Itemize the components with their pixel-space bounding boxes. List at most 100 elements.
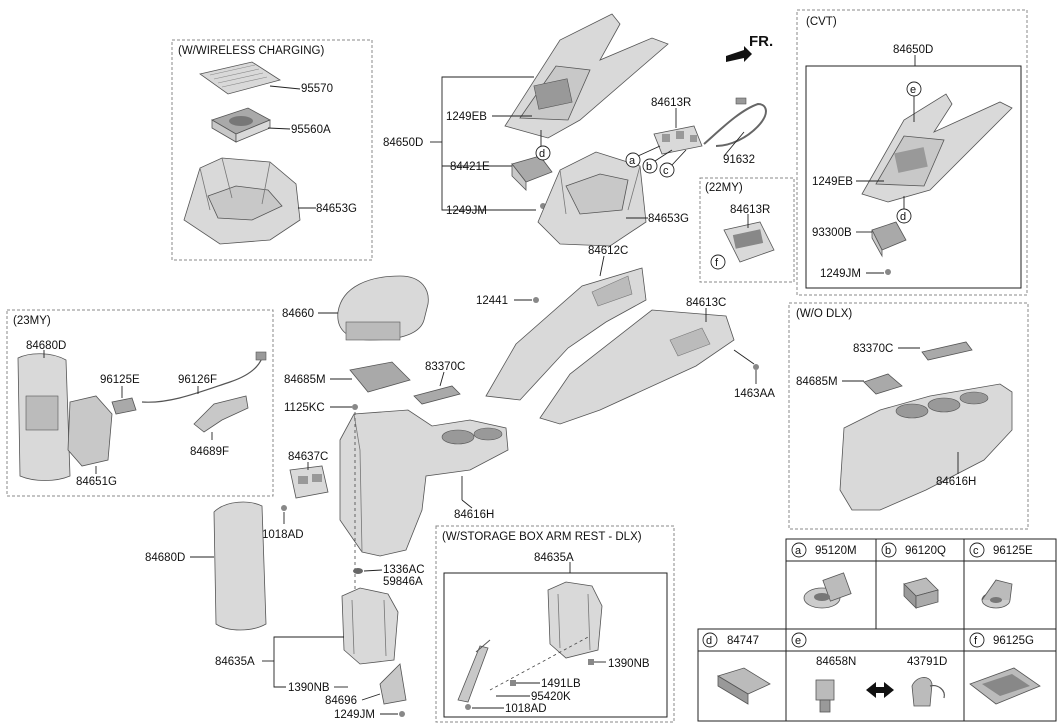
- label-93300b: 93300B: [812, 227, 852, 239]
- clip-1336ac: [353, 568, 363, 574]
- label-84653g-a: 84653G: [316, 203, 357, 215]
- label-96125e-23my: 96125E: [100, 374, 140, 386]
- label-84689f: 84689F: [190, 446, 229, 458]
- front-direction-icon: [726, 46, 752, 62]
- legend-c-part: 96125E: [993, 545, 1033, 557]
- my22-title: (22MY): [705, 182, 743, 194]
- screw-1390nb-storage: [588, 659, 594, 665]
- label-59846a: 59846A: [383, 576, 423, 588]
- legend-e-key-text: e: [795, 635, 801, 647]
- legend-d-key: [702, 632, 718, 648]
- label-1018ad-storage: 1018AD: [505, 703, 547, 715]
- label-84653g-b: 84653G: [648, 213, 689, 225]
- label-84680d-main: 84680D: [145, 552, 185, 564]
- wodlx-title: (W/O DLX): [796, 308, 852, 320]
- label-84613r-22my: 84613R: [730, 204, 770, 216]
- screw-1018ad-storage: [465, 704, 471, 710]
- wireless-title: (W/WIRELESS CHARGING): [178, 45, 324, 57]
- label-83370c: 83370C: [425, 361, 465, 373]
- label-1018ad: 1018AD: [262, 529, 304, 541]
- storage-title: (W/STORAGE BOX ARM REST - DLX): [442, 531, 642, 543]
- direction-label: FR.: [749, 33, 773, 50]
- storage-frame: [435, 525, 675, 723]
- left-side-cover-part: [485, 267, 647, 401]
- rear-panel-23my-part: [17, 353, 71, 481]
- my23-title: (23MY): [13, 315, 51, 327]
- label-84685m: 84685M: [284, 374, 326, 386]
- screw-1018ad: [281, 505, 287, 511]
- aux-jack-icon: [903, 577, 939, 609]
- callout-d-main: [535, 145, 551, 161]
- bracket-84689f-part: [193, 395, 249, 433]
- label-1491lb: 1491LB: [541, 678, 581, 690]
- clip-84747-icon: [717, 667, 771, 705]
- callout-f-22my-text: f: [715, 257, 719, 269]
- label-1249eb-cvt: 1249EB: [812, 176, 853, 188]
- label-12441: 12441: [476, 295, 508, 307]
- label-84650d-cvt: 84650D: [893, 44, 933, 56]
- label-84613r: 84613R: [651, 97, 691, 109]
- strap-95420k-part: [457, 639, 491, 703]
- label-1249eb: 1249EB: [446, 111, 487, 123]
- label-83370c-wodlx: 83370C: [853, 343, 893, 355]
- label-84685m-wodlx: 84685M: [796, 376, 838, 388]
- screw-1491lb: [510, 680, 516, 686]
- label-84696: 84696: [325, 695, 357, 707]
- right-side-cover-part: [539, 309, 735, 425]
- screw-12441: [533, 297, 539, 303]
- legend-a-key: [791, 542, 807, 558]
- label-96126f: 96126F: [178, 374, 217, 386]
- rear-panel-84680d-part: [213, 501, 267, 631]
- wireless-pad-part: [199, 61, 281, 95]
- label-84616h-wodlx: 84616H: [936, 476, 976, 488]
- cable-96126f-part: [141, 351, 267, 403]
- double-arrow-icon: [866, 682, 894, 698]
- legend-f-key: [969, 632, 985, 648]
- label-84616h: 84616H: [454, 509, 494, 521]
- label-1390nb-storage: 1390NB: [608, 658, 650, 670]
- usb-charger-icon: [981, 579, 1013, 609]
- connector-43791d-icon: [911, 677, 945, 707]
- armrest-lid-part: [337, 275, 429, 341]
- legend-e-part1: 84658N: [816, 656, 856, 668]
- legend-c-key: [969, 542, 985, 558]
- power-socket-icon: [803, 572, 852, 609]
- wireless-bracket-part: [183, 157, 301, 245]
- trim-84696-part: [379, 663, 407, 705]
- switch-bezel-96125g-icon: [969, 667, 1041, 705]
- legend-grid: [697, 538, 1057, 722]
- legend-b-part: 96120Q: [905, 545, 946, 557]
- label-1463aa: 1463AA: [734, 388, 775, 400]
- label-95420k: 95420K: [531, 691, 571, 703]
- wireless-frame: [171, 39, 373, 261]
- legend-e-key: [791, 632, 807, 648]
- label-95560a: 95560A: [291, 124, 331, 136]
- label-84612c: 84612C: [588, 245, 628, 257]
- armrest-bracket-storage-part: [547, 581, 603, 659]
- console-bracket-part: [537, 151, 647, 247]
- screw-1249jm-b: [399, 711, 405, 717]
- switch-panel-22my-part: [723, 221, 775, 263]
- screw-1249jm-cvt: [885, 269, 891, 275]
- callout-a: [625, 152, 641, 168]
- screw-1125kc: [352, 404, 358, 410]
- trim-83370c-part: [413, 385, 461, 405]
- callout-b-text: b: [646, 161, 652, 173]
- aux-port-part: [289, 465, 329, 499]
- console-body-wodlx-part: [839, 383, 1013, 511]
- label-1249jm-cvt: 1249JM: [820, 268, 861, 280]
- label-95570: 95570: [301, 83, 333, 95]
- console-body-part: [339, 409, 509, 557]
- mat-84685m-part: [349, 361, 411, 393]
- cvt-shift-bezel-part: [861, 93, 1013, 203]
- armrest-bracket-part: [341, 587, 399, 665]
- legend-d-part: 84747: [727, 635, 759, 647]
- callout-d-cvt: [896, 208, 912, 224]
- wiring-harness-91632: [703, 97, 767, 147]
- label-91632: 91632: [723, 154, 755, 166]
- legend-b-key-text: b: [885, 545, 891, 557]
- my23-frame: [6, 309, 274, 497]
- shift-lever-indicator-part: [511, 155, 553, 191]
